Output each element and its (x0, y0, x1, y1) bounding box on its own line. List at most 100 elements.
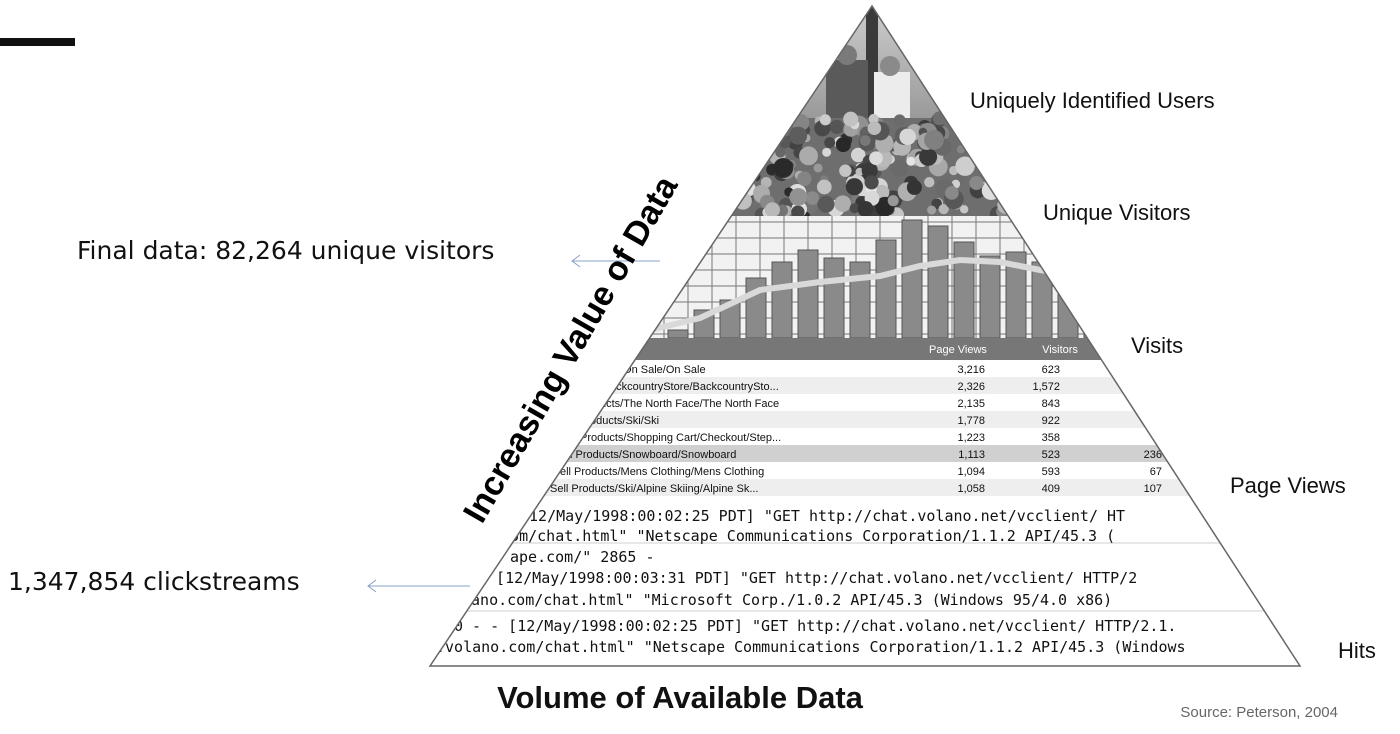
crowd-head (1025, 193, 1043, 211)
crowd-head (739, 110, 757, 128)
crowd-head (979, 126, 990, 137)
crowd-head (1005, 152, 1019, 165)
table-cell-page: ell Products/Mens Clothing/Mens Clothing (560, 466, 764, 478)
crowd-head (722, 123, 733, 134)
crowd-head (723, 199, 733, 209)
table-cell-views: 2,326 (957, 381, 985, 393)
crowd-head (762, 143, 772, 152)
crowd-head (845, 178, 863, 196)
crowd-head (1014, 177, 1027, 190)
crowd-head (693, 158, 707, 173)
crowd-head (843, 111, 859, 127)
table-cell-views: 1,223 (957, 432, 985, 444)
crowd-head (1036, 112, 1048, 125)
table-cell-views: 2,135 (957, 398, 985, 410)
crowd-head (813, 163, 823, 173)
crowd-head (699, 140, 715, 157)
crowd-head (797, 171, 812, 186)
crowd-head (938, 203, 949, 215)
crowd-head (1047, 113, 1058, 124)
crowd-head (835, 136, 851, 153)
crowd-head (985, 132, 1005, 152)
crowd-head (849, 203, 860, 214)
log-line: 0 - - [12/May/1998:00:02:25 PDT] "GET ht… (454, 617, 1176, 635)
crowd-head (997, 196, 1015, 214)
crowd-head (816, 179, 832, 195)
crowd-head (969, 176, 984, 191)
crowd-head (927, 205, 937, 215)
tier-hits-logs: [12/May/1998:00:02:25 PDT] "GET http://c… (430, 498, 1300, 666)
tier-label-unique-visitors: Unique Visitors (1043, 200, 1191, 225)
crowd-head (861, 162, 878, 179)
crowd-head (799, 146, 818, 166)
pyramid-outline (428, 4, 1302, 667)
table-cell-views: 1,058 (957, 483, 985, 495)
clickstreams-arrow (367, 579, 470, 593)
table-header-visitors: Visitors (1042, 344, 1078, 356)
crowd-head (924, 129, 944, 150)
crowd-head (994, 172, 1004, 182)
table-row (430, 394, 1300, 411)
crowd-head (773, 157, 794, 178)
table-cell-visitors: 593 (1042, 466, 1060, 478)
horizontal-axis-label: Volume of Available Data (0, 680, 1400, 716)
log-line: /com/chat.html" "Netscape Communications… (492, 527, 1115, 545)
crowd-head (997, 184, 1013, 200)
crowd-head (736, 141, 750, 156)
crowd-head (824, 137, 836, 149)
table-cell-page: /On Sale/On Sale (620, 364, 706, 376)
crowd-head (999, 158, 1018, 177)
crowd-head (711, 147, 726, 161)
log-line: lano.com/chat.html" "Microsoft Corp./1.0… (462, 591, 1112, 609)
crowd-head (984, 153, 994, 163)
chart-bar (771, 261, 793, 339)
crowd-head (978, 113, 992, 128)
crowd-head (738, 127, 757, 145)
crowd-head (822, 147, 832, 157)
crowd-head (819, 114, 831, 126)
log-line: [12/May/1998:00:02:25 PDT] "GET http://c… (520, 507, 1125, 525)
crowd-head (1001, 116, 1011, 126)
crowd-head (887, 195, 899, 207)
final-data-note: Final data: 82,264 unique visitors (77, 236, 495, 265)
crowd-head (756, 117, 766, 127)
crowd-head (693, 165, 711, 184)
table-cell-visitors: 623 (1042, 364, 1060, 376)
crowd-head (1045, 141, 1055, 151)
crowd-head (834, 195, 852, 213)
crowd-head (741, 135, 758, 152)
crowd-head (1021, 192, 1031, 201)
table-cell-extra: 236 (1144, 449, 1162, 461)
crowd-head (924, 177, 935, 188)
crowd-head (705, 185, 726, 206)
accent-bar (0, 38, 75, 46)
chart-bar (953, 241, 975, 339)
crowd-head (732, 160, 746, 174)
table-cell-page: Products/Shopping Cart/Checkout/Step... (580, 432, 781, 444)
table-cell-extra: 67 (1150, 466, 1162, 478)
crowd-head (702, 165, 719, 182)
log-line: - [12/May/1998:00:03:31 PDT] "GET http:/… (478, 569, 1137, 587)
crowd-head (817, 195, 835, 213)
crowd-head (713, 136, 728, 151)
chart-bar (927, 225, 949, 339)
table-row (430, 462, 1300, 479)
crowd-head (720, 134, 731, 145)
crowd-head (906, 179, 922, 195)
tier-label-hits: Hits (1338, 638, 1376, 663)
clickstreams-note: 1,347,854 clickstreams (8, 567, 300, 596)
crowd-head (700, 137, 710, 147)
crowd-head (959, 128, 969, 139)
crowd-head (1049, 159, 1058, 168)
table-cell-visitors: 409 (1042, 483, 1060, 495)
crowd-head (1004, 168, 1017, 180)
crowd-head (919, 147, 938, 166)
crowd-head (736, 130, 749, 143)
table-cell-page: l Products/Snowboard/Snowboard (570, 449, 736, 461)
table-cell-visitors: 843 (1042, 398, 1060, 410)
crowd-head (1037, 187, 1047, 197)
table-cell-visitors: 1,572 (1032, 381, 1060, 393)
final-data-arrow (571, 254, 660, 268)
crowd-head (985, 170, 1001, 186)
crowd-head (1047, 150, 1067, 170)
